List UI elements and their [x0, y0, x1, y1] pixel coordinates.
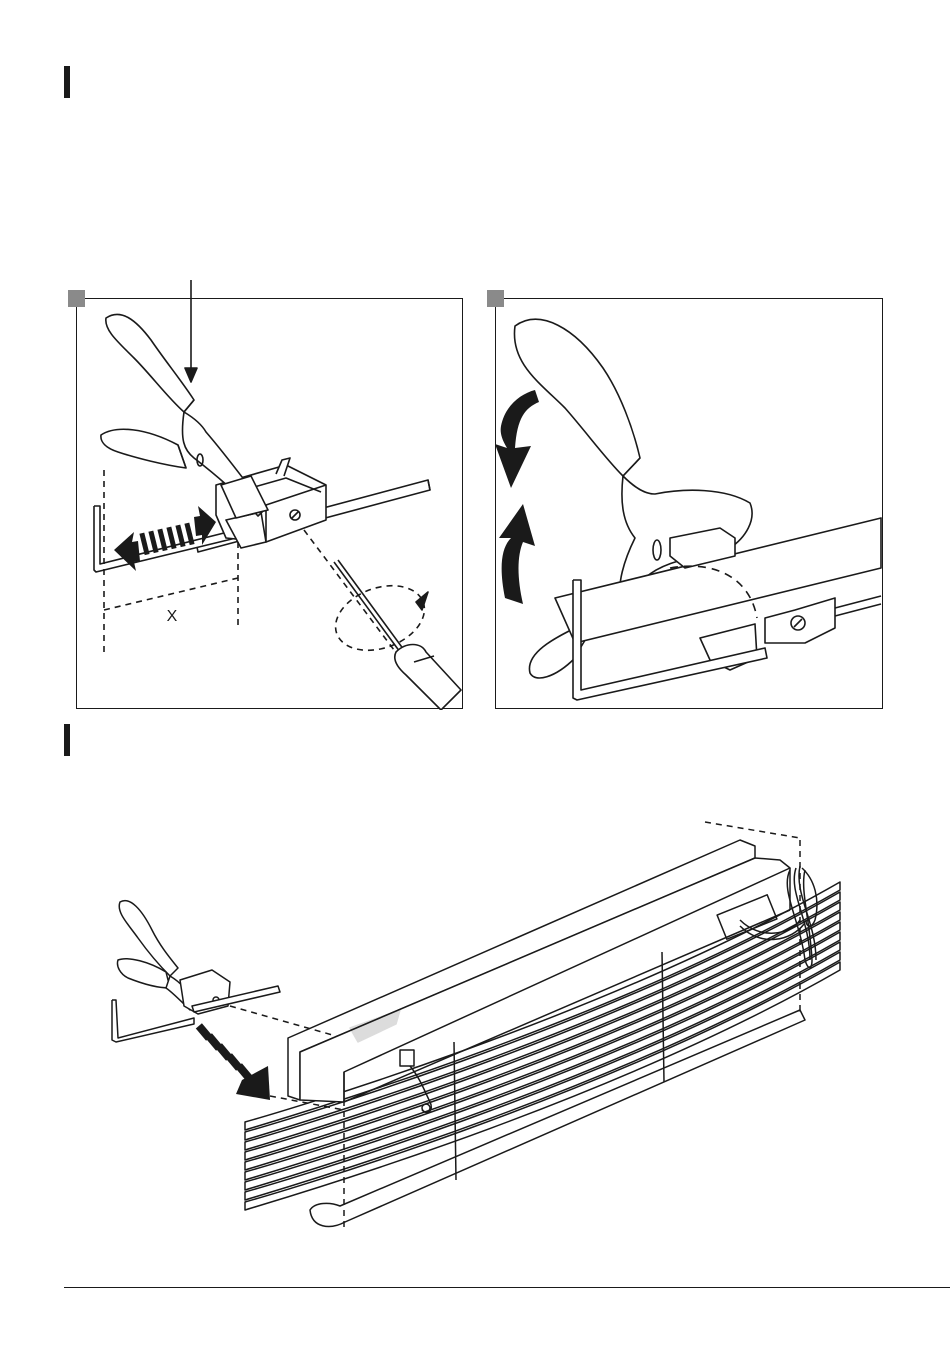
- dashed-arrow-icon: [196, 1023, 270, 1100]
- bracket-icon: [94, 506, 236, 572]
- panel-b-illustration: [495, 298, 883, 709]
- screwdriver-icon: [304, 530, 461, 710]
- pointer-arrow-icon: [185, 280, 197, 382]
- footer-rule: [64, 1287, 950, 1288]
- section-2-bar: [64, 724, 70, 756]
- curved-arrow-icon: [495, 390, 539, 604]
- step2-illustration: [100, 810, 860, 1240]
- pliers-icon: [117, 901, 230, 1014]
- pliers-icon: [101, 314, 268, 518]
- panel-a-illustration: X: [76, 280, 463, 710]
- section-1-bar: [64, 66, 70, 98]
- dimension-label-x: X: [167, 608, 178, 625]
